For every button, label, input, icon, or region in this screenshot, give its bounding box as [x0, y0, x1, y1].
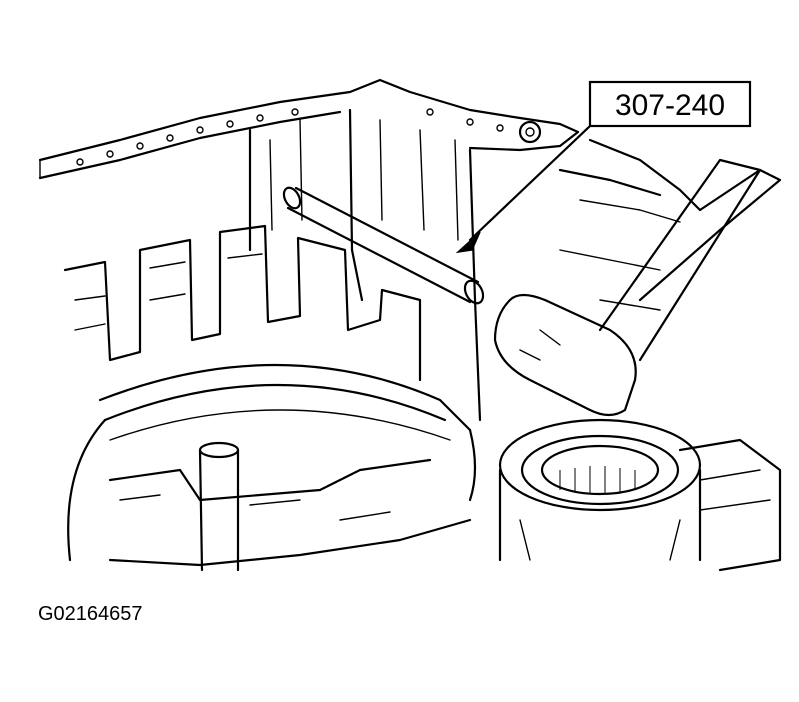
pin-tool-307-240 — [282, 186, 485, 305]
leader-line — [468, 124, 592, 242]
case-wall — [248, 108, 482, 422]
leader-arrowhead — [455, 231, 481, 254]
right-housing — [558, 138, 782, 572]
figure-id: G02164657 — [38, 603, 143, 625]
case-base — [108, 441, 472, 572]
callout-label: 307-240 — [615, 89, 725, 122]
bearing-seal — [498, 418, 702, 562]
callout-box — [588, 80, 752, 128]
case-flange — [38, 78, 580, 180]
callout: 307-240 — [455, 80, 752, 254]
hammer — [493, 158, 762, 417]
clutch-drum — [63, 224, 477, 562]
